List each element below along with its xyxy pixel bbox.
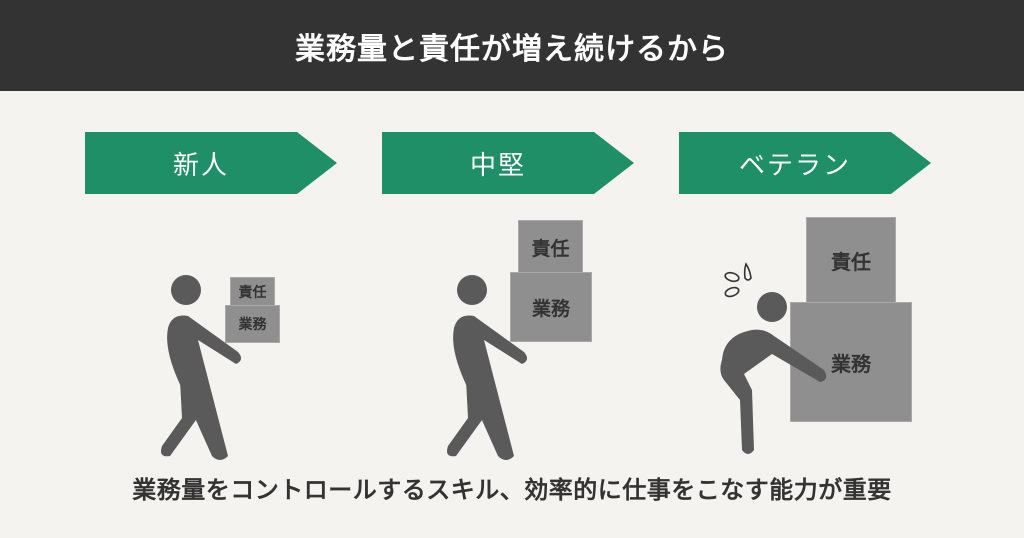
stage-arrow-mid-career: 中堅 <box>382 132 637 194</box>
box-label: 業務 <box>238 317 267 333</box>
box-workload: 業務 <box>510 272 592 342</box>
page-title: 業務量と責任が増え続けるから <box>295 31 729 67</box>
walking-person-icon <box>447 275 528 460</box>
box-responsibility: 責任 <box>806 217 896 303</box>
arrow-shape-icon <box>85 132 337 194</box>
box-label: 責任 <box>831 249 871 274</box>
conclusion-text: 業務量をコントロールするスキル、効率的に仕事をこなす能力が重要 <box>132 476 892 504</box>
stage-arrow-newcomer: 新人 <box>85 132 340 194</box>
stage-label: 新人 <box>172 150 229 181</box>
stage-arrow-veteran: ベテラン <box>679 132 934 194</box>
box-label: 責任 <box>531 237 570 260</box>
arrow-shape-icon <box>382 132 634 194</box>
box-label: 業務 <box>831 351 871 376</box>
sweat-drops-icon <box>724 262 752 298</box>
arrow-shape-icon <box>679 132 931 194</box>
stage-label: 中堅 <box>469 150 526 181</box>
box-label: 業務 <box>531 297 570 320</box>
box-label: 責任 <box>238 285 267 301</box>
box-workload: 業務 <box>225 305 280 343</box>
box-responsibility: 責任 <box>518 220 583 274</box>
bending-person-icon <box>720 292 827 454</box>
walking-person-icon <box>161 275 242 460</box>
box-responsibility: 責任 <box>230 277 275 307</box>
stage-label: ベテラン <box>738 150 851 181</box>
page-title-banner: 業務量と責任が増え続けるから <box>0 0 1024 91</box>
